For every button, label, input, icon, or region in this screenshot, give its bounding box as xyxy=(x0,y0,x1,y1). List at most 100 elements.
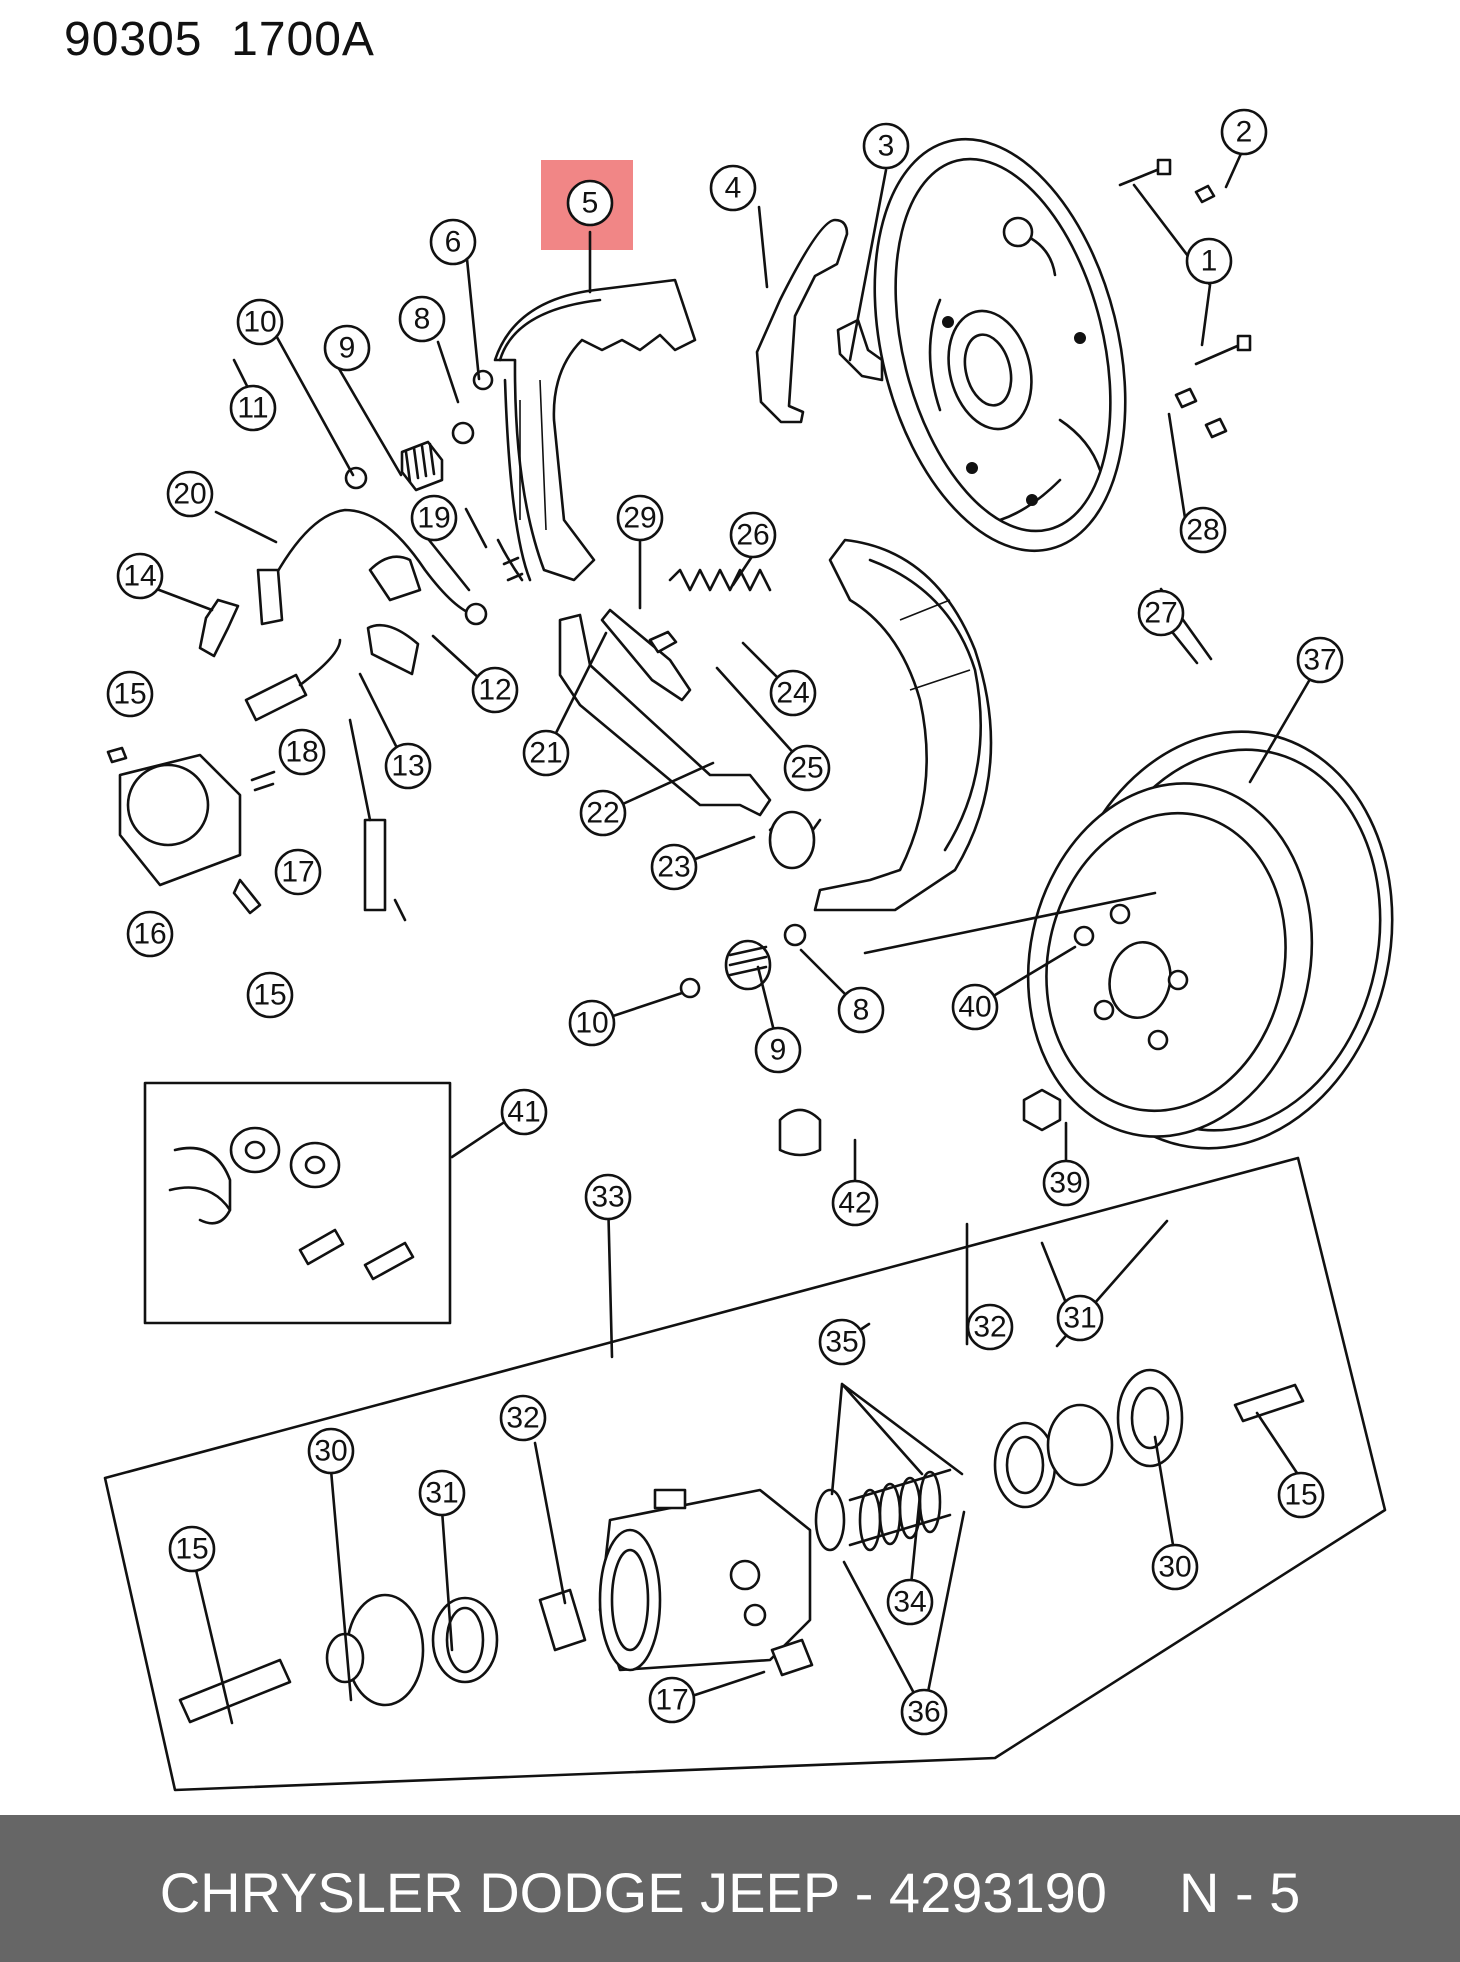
callout-8-lower: 8 xyxy=(837,986,885,1034)
svg-text:10: 10 xyxy=(243,306,276,339)
callout-20: 20 xyxy=(166,470,214,518)
svg-text:15: 15 xyxy=(1284,1479,1317,1512)
svg-text:12: 12 xyxy=(478,674,511,707)
callout-16: 16 xyxy=(126,910,174,958)
svg-text:20: 20 xyxy=(173,478,206,511)
callout-21: 21 xyxy=(522,729,570,777)
callout-35: 35 xyxy=(818,1318,866,1366)
svg-text:17: 17 xyxy=(281,856,314,889)
svg-text:39: 39 xyxy=(1049,1167,1082,1200)
wheel-cylinder-left xyxy=(106,746,262,915)
mounting-bolts xyxy=(1118,158,1252,439)
callout-2: 2 xyxy=(1220,108,1268,156)
brake-shoe-front xyxy=(493,278,697,582)
callout-19: 19 xyxy=(410,494,458,542)
callout-27: 27 xyxy=(1137,589,1185,637)
svg-text:21: 21 xyxy=(529,737,562,770)
callout-12: 12 xyxy=(471,666,519,714)
svg-text:31: 31 xyxy=(425,1477,458,1510)
wheel-cylinder-exploded xyxy=(178,1368,1305,1724)
svg-text:23: 23 xyxy=(657,851,690,884)
callout-6: 6 xyxy=(429,218,477,266)
hold-down-parts xyxy=(679,923,807,999)
callout-1a: 1 xyxy=(1185,237,1233,285)
callout-4: 4 xyxy=(709,164,757,212)
hold-down-bracket xyxy=(836,318,884,382)
svg-text:25: 25 xyxy=(790,752,823,785)
bleeder-cap xyxy=(778,1108,822,1157)
callout-36: 36 xyxy=(900,1688,948,1736)
svg-text:1: 1 xyxy=(1201,245,1218,278)
svg-text:34: 34 xyxy=(893,1586,926,1619)
return-springs xyxy=(600,568,822,870)
backing-plate xyxy=(873,137,1127,553)
callout-41: 41 xyxy=(500,1088,548,1136)
callout-39: 39 xyxy=(1042,1159,1090,1207)
svg-text:18: 18 xyxy=(285,736,318,769)
callout-13: 13 xyxy=(384,742,432,790)
callout-18: 18 xyxy=(278,728,326,776)
parking-brake-lever xyxy=(755,218,849,424)
callout-15a: 15 xyxy=(106,670,154,718)
svg-text:26: 26 xyxy=(736,519,769,552)
svg-text:9: 9 xyxy=(770,1034,787,1067)
svg-text:27: 27 xyxy=(1144,597,1177,630)
callout-3: 3 xyxy=(862,122,910,170)
callout-34: 34 xyxy=(886,1578,934,1626)
footer-page-ref: N - 5 xyxy=(1178,1861,1301,1924)
svg-text:31: 31 xyxy=(1063,1302,1096,1335)
callout-8: 8 xyxy=(398,295,446,343)
callout-26: 26 xyxy=(729,511,777,559)
svg-text:4: 4 xyxy=(725,172,742,205)
callout-32-right: 32 xyxy=(966,1303,1014,1351)
svg-text:13: 13 xyxy=(391,750,424,783)
svg-text:6: 6 xyxy=(445,226,462,259)
svg-text:2: 2 xyxy=(1236,116,1253,149)
svg-text:32: 32 xyxy=(506,1402,539,1435)
callout-29: 29 xyxy=(616,494,664,542)
svg-text:8: 8 xyxy=(853,994,870,1027)
callout-9: 9 xyxy=(323,324,371,372)
callout-24: 24 xyxy=(769,669,817,717)
hardware-kit-box xyxy=(143,1081,452,1325)
callout-32-left: 32 xyxy=(499,1394,547,1442)
lug-nut xyxy=(1022,1088,1062,1132)
svg-text:35: 35 xyxy=(825,1326,858,1359)
svg-text:16: 16 xyxy=(133,918,166,951)
callout-11: 11 xyxy=(229,384,277,432)
svg-text:36: 36 xyxy=(907,1696,940,1729)
callout-31-left: 31 xyxy=(418,1469,466,1517)
footer-bar: CHRYSLER DODGE JEEP - 4293190 N - 5 xyxy=(0,1815,1460,1962)
svg-text:17: 17 xyxy=(655,1684,688,1717)
callout-17-lower: 17 xyxy=(648,1676,696,1724)
brake-shoe-rear xyxy=(813,538,993,912)
svg-text:40: 40 xyxy=(958,991,991,1024)
callout-15-right: 15 xyxy=(1277,1471,1325,1519)
callout-10-lower: 10 xyxy=(568,999,616,1047)
brake-drum xyxy=(1026,730,1394,1150)
wheel-cylinder-kit-box xyxy=(103,1156,1387,1792)
svg-text:14: 14 xyxy=(123,560,156,593)
svg-text:5: 5 xyxy=(582,187,599,220)
callout-22: 22 xyxy=(579,789,627,837)
svg-text:15: 15 xyxy=(113,678,146,711)
callout-9-lower: 9 xyxy=(754,1026,802,1074)
callout-10: 10 xyxy=(236,298,284,346)
callout-42: 42 xyxy=(831,1179,879,1227)
footer-part-number: CHRYSLER DODGE JEEP - 4293190 xyxy=(159,1861,1107,1924)
svg-text:33: 33 xyxy=(591,1181,624,1214)
callout-31-right: 31 xyxy=(1056,1294,1104,1342)
svg-text:9: 9 xyxy=(339,332,356,365)
callout-5: 5 xyxy=(566,179,614,227)
svg-text:11: 11 xyxy=(237,392,268,425)
svg-text:30: 30 xyxy=(1158,1551,1191,1584)
diagram-code: 90305 1700A xyxy=(64,13,375,66)
svg-text:32: 32 xyxy=(973,1311,1006,1344)
callout-33: 33 xyxy=(584,1173,632,1221)
svg-text:15: 15 xyxy=(175,1533,208,1566)
callout-28: 28 xyxy=(1179,506,1227,554)
callout-14: 14 xyxy=(116,552,164,600)
callout-23: 23 xyxy=(650,843,698,891)
svg-text:10: 10 xyxy=(575,1007,608,1040)
svg-text:19: 19 xyxy=(417,502,450,535)
